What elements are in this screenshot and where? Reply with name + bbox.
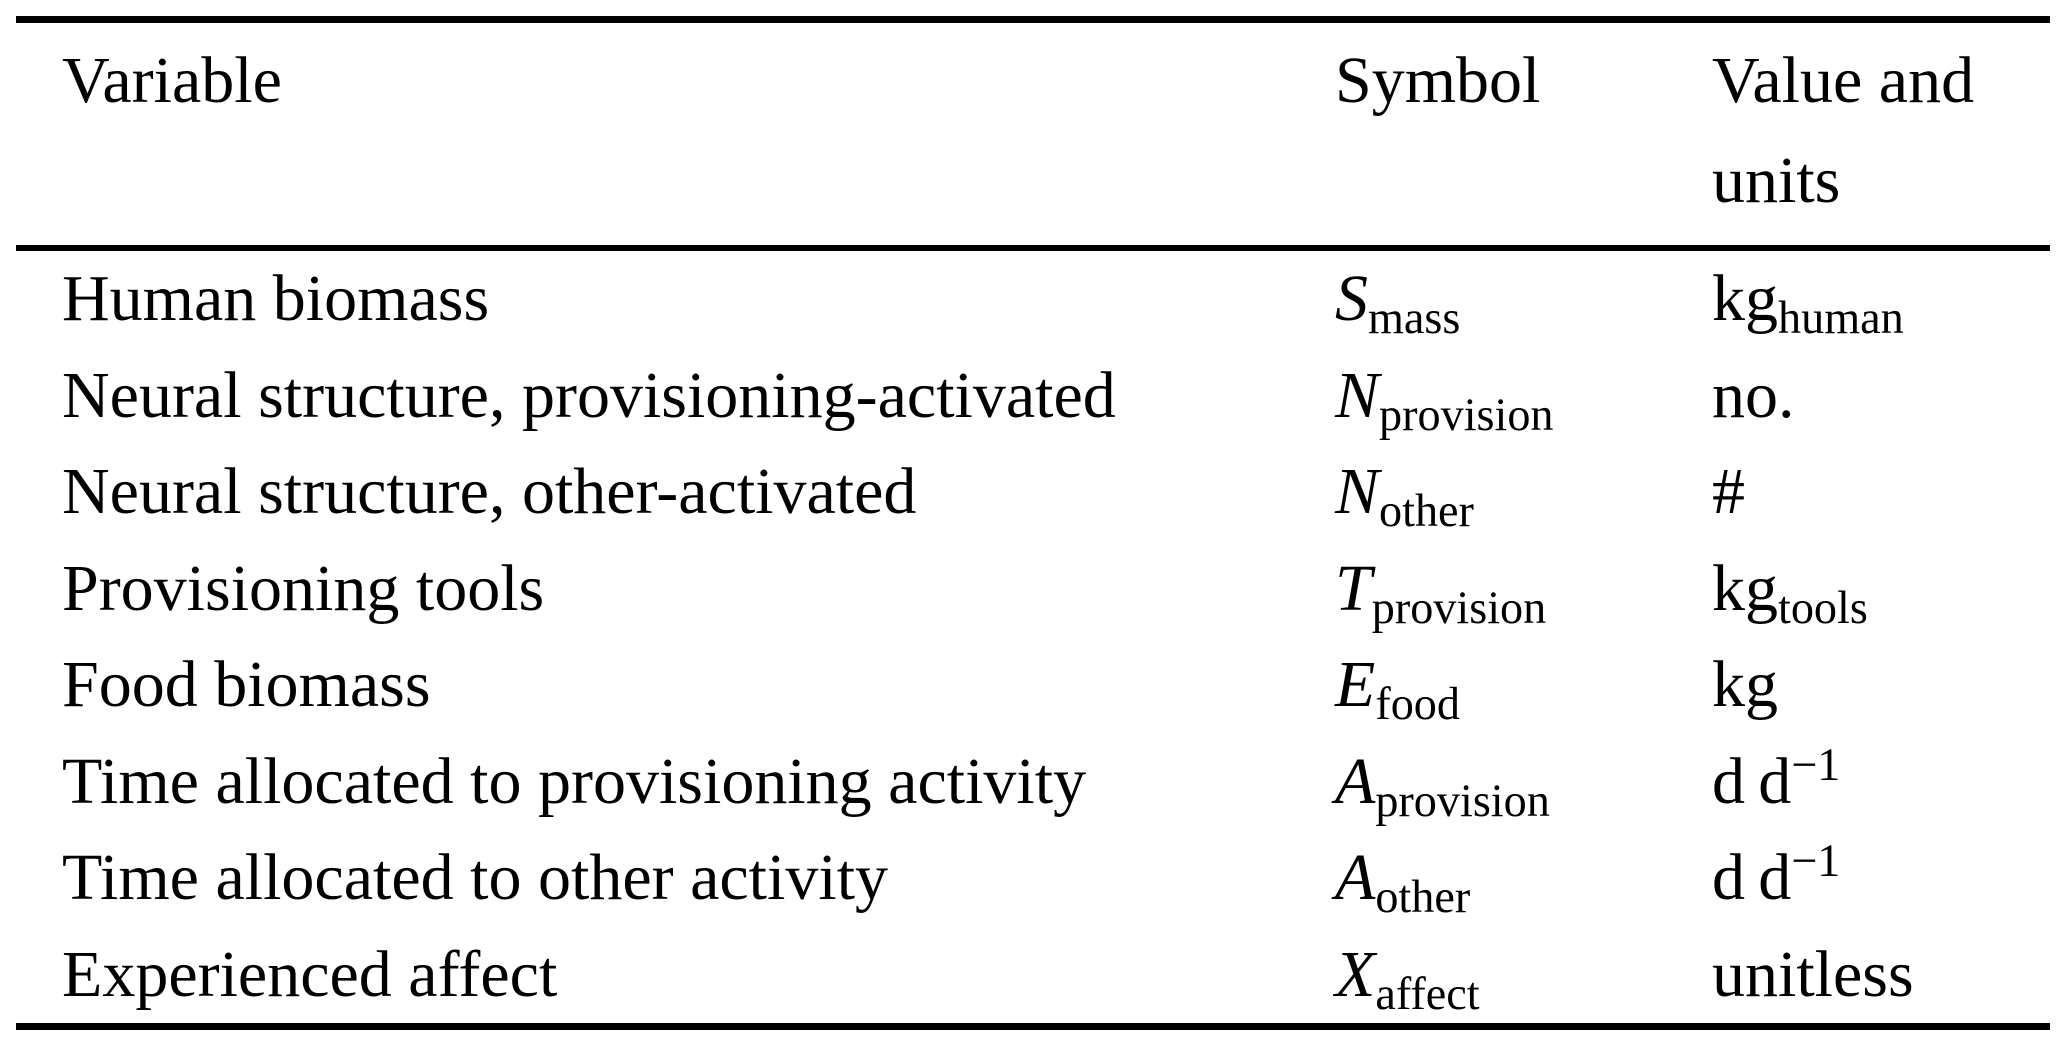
table-row: Neural structure, other-activated Nother… (16, 444, 2050, 541)
symbol-base: N (1335, 455, 1380, 528)
variable-cell: Neural structure, provisioning-activated (16, 348, 1335, 445)
unit-subscript: human (1778, 291, 1904, 343)
symbol-cell: Smass (1335, 251, 1712, 348)
unit-cell: d d−1 (1712, 830, 2050, 927)
variable-name: Neural structure, provisioning-activated (62, 358, 1116, 432)
variable-name: Neural structure, other-activated (62, 455, 917, 528)
symbol-base: S (1335, 262, 1368, 335)
symbol-base: X (1335, 937, 1376, 1011)
unit-base: unitless (1712, 937, 1914, 1011)
symbol-base: N (1335, 358, 1380, 432)
unit-cell: kg (1712, 637, 2050, 734)
table-mid-rule (16, 245, 2050, 251)
table-header-row: Variable Symbol Value and units (16, 23, 2050, 245)
variables-table: Variable Symbol Value and units Human bi… (16, 16, 2050, 1030)
unit-cell: d d−1 (1712, 734, 2050, 831)
symbol-cell: Efood (1335, 637, 1712, 734)
table-row: Food biomass Efood kg (16, 637, 2050, 734)
table-row: Time allocated to provisioning activity … (16, 734, 2050, 831)
variable-cell: Experienced affect (16, 927, 1335, 1024)
variable-name: Human biomass (62, 262, 490, 335)
variable-name: Provisioning tools (62, 551, 545, 625)
symbol-subscript: provision (1371, 581, 1547, 633)
variable-cell: Time allocated to provisioning activity (16, 734, 1335, 831)
symbol-base: T (1335, 551, 1372, 625)
unit-cell: no. (1712, 348, 2050, 445)
unit-cell: # (1712, 444, 2050, 541)
unit-superscript: −1 (1791, 834, 1841, 886)
symbol-cell: Xaffect (1335, 927, 1712, 1024)
variable-name: Time allocated to provisioning activity (62, 744, 1087, 818)
table-bottom-rule (16, 1023, 2050, 1030)
symbol-subscript: food (1375, 677, 1460, 729)
variable-cell: Neural structure, other-activated (16, 444, 1335, 541)
symbol-subscript: provision (1375, 774, 1550, 826)
variable-name: Experienced affect (62, 937, 558, 1011)
symbol-base: E (1335, 648, 1376, 721)
table-row: Human biomass Smass kghuman (16, 251, 2050, 348)
unit-base: kg (1712, 262, 1778, 335)
unit-cell: unitless (1712, 927, 2050, 1024)
symbol-cell: Aother (1335, 830, 1712, 927)
unit-cell: kghuman (1712, 251, 2050, 348)
unit-base: # (1712, 455, 1745, 528)
variable-cell: Human biomass (16, 251, 1335, 348)
variable-name: Food biomass (62, 648, 431, 721)
column-header-variable: Variable (62, 44, 282, 117)
table-row: Experienced affect Xaffect unitless (16, 927, 2050, 1024)
symbol-subscript: other (1375, 870, 1471, 922)
table-row: Provisioning tools Tprovision kgtools (16, 541, 2050, 638)
symbol-cell: Nother (1335, 444, 1712, 541)
table-top-rule (16, 16, 2050, 23)
column-header-value-and-units: Value and units (1712, 44, 1975, 217)
symbol-subscript: other (1379, 484, 1474, 536)
unit-base: kg (1712, 551, 1778, 625)
variable-cell: Time allocated to other activity (16, 830, 1335, 927)
symbol-subscript: mass (1368, 291, 1461, 343)
symbol-subscript: provision (1379, 388, 1554, 440)
symbol-base: A (1335, 841, 1376, 914)
unit-base: kg (1712, 648, 1778, 721)
symbol-cell: Tprovision (1335, 541, 1712, 638)
symbol-cell: Nprovision (1335, 348, 1712, 445)
unit-cell: kgtools (1712, 541, 2050, 638)
unit-base: no. (1712, 358, 1795, 432)
table-row: Time allocated to other activity Aother … (16, 830, 2050, 927)
symbol-subscript: affect (1375, 967, 1480, 1019)
unit-base: d d (1712, 744, 1792, 818)
unit-subscript: tools (1778, 581, 1868, 633)
table-body: Human biomass Smass kghuman Neural struc… (16, 251, 2050, 1023)
variable-cell: Food biomass (16, 637, 1335, 734)
variable-cell: Provisioning tools (16, 541, 1335, 638)
symbol-base: A (1335, 744, 1376, 818)
unit-base: d d (1712, 841, 1792, 914)
symbol-cell: Aprovision (1335, 734, 1712, 831)
column-header-symbol: Symbol (1335, 44, 1541, 117)
table-row: Neural structure, provisioning-activated… (16, 348, 2050, 445)
unit-superscript: −1 (1791, 738, 1841, 790)
variable-name: Time allocated to other activity (62, 841, 889, 914)
